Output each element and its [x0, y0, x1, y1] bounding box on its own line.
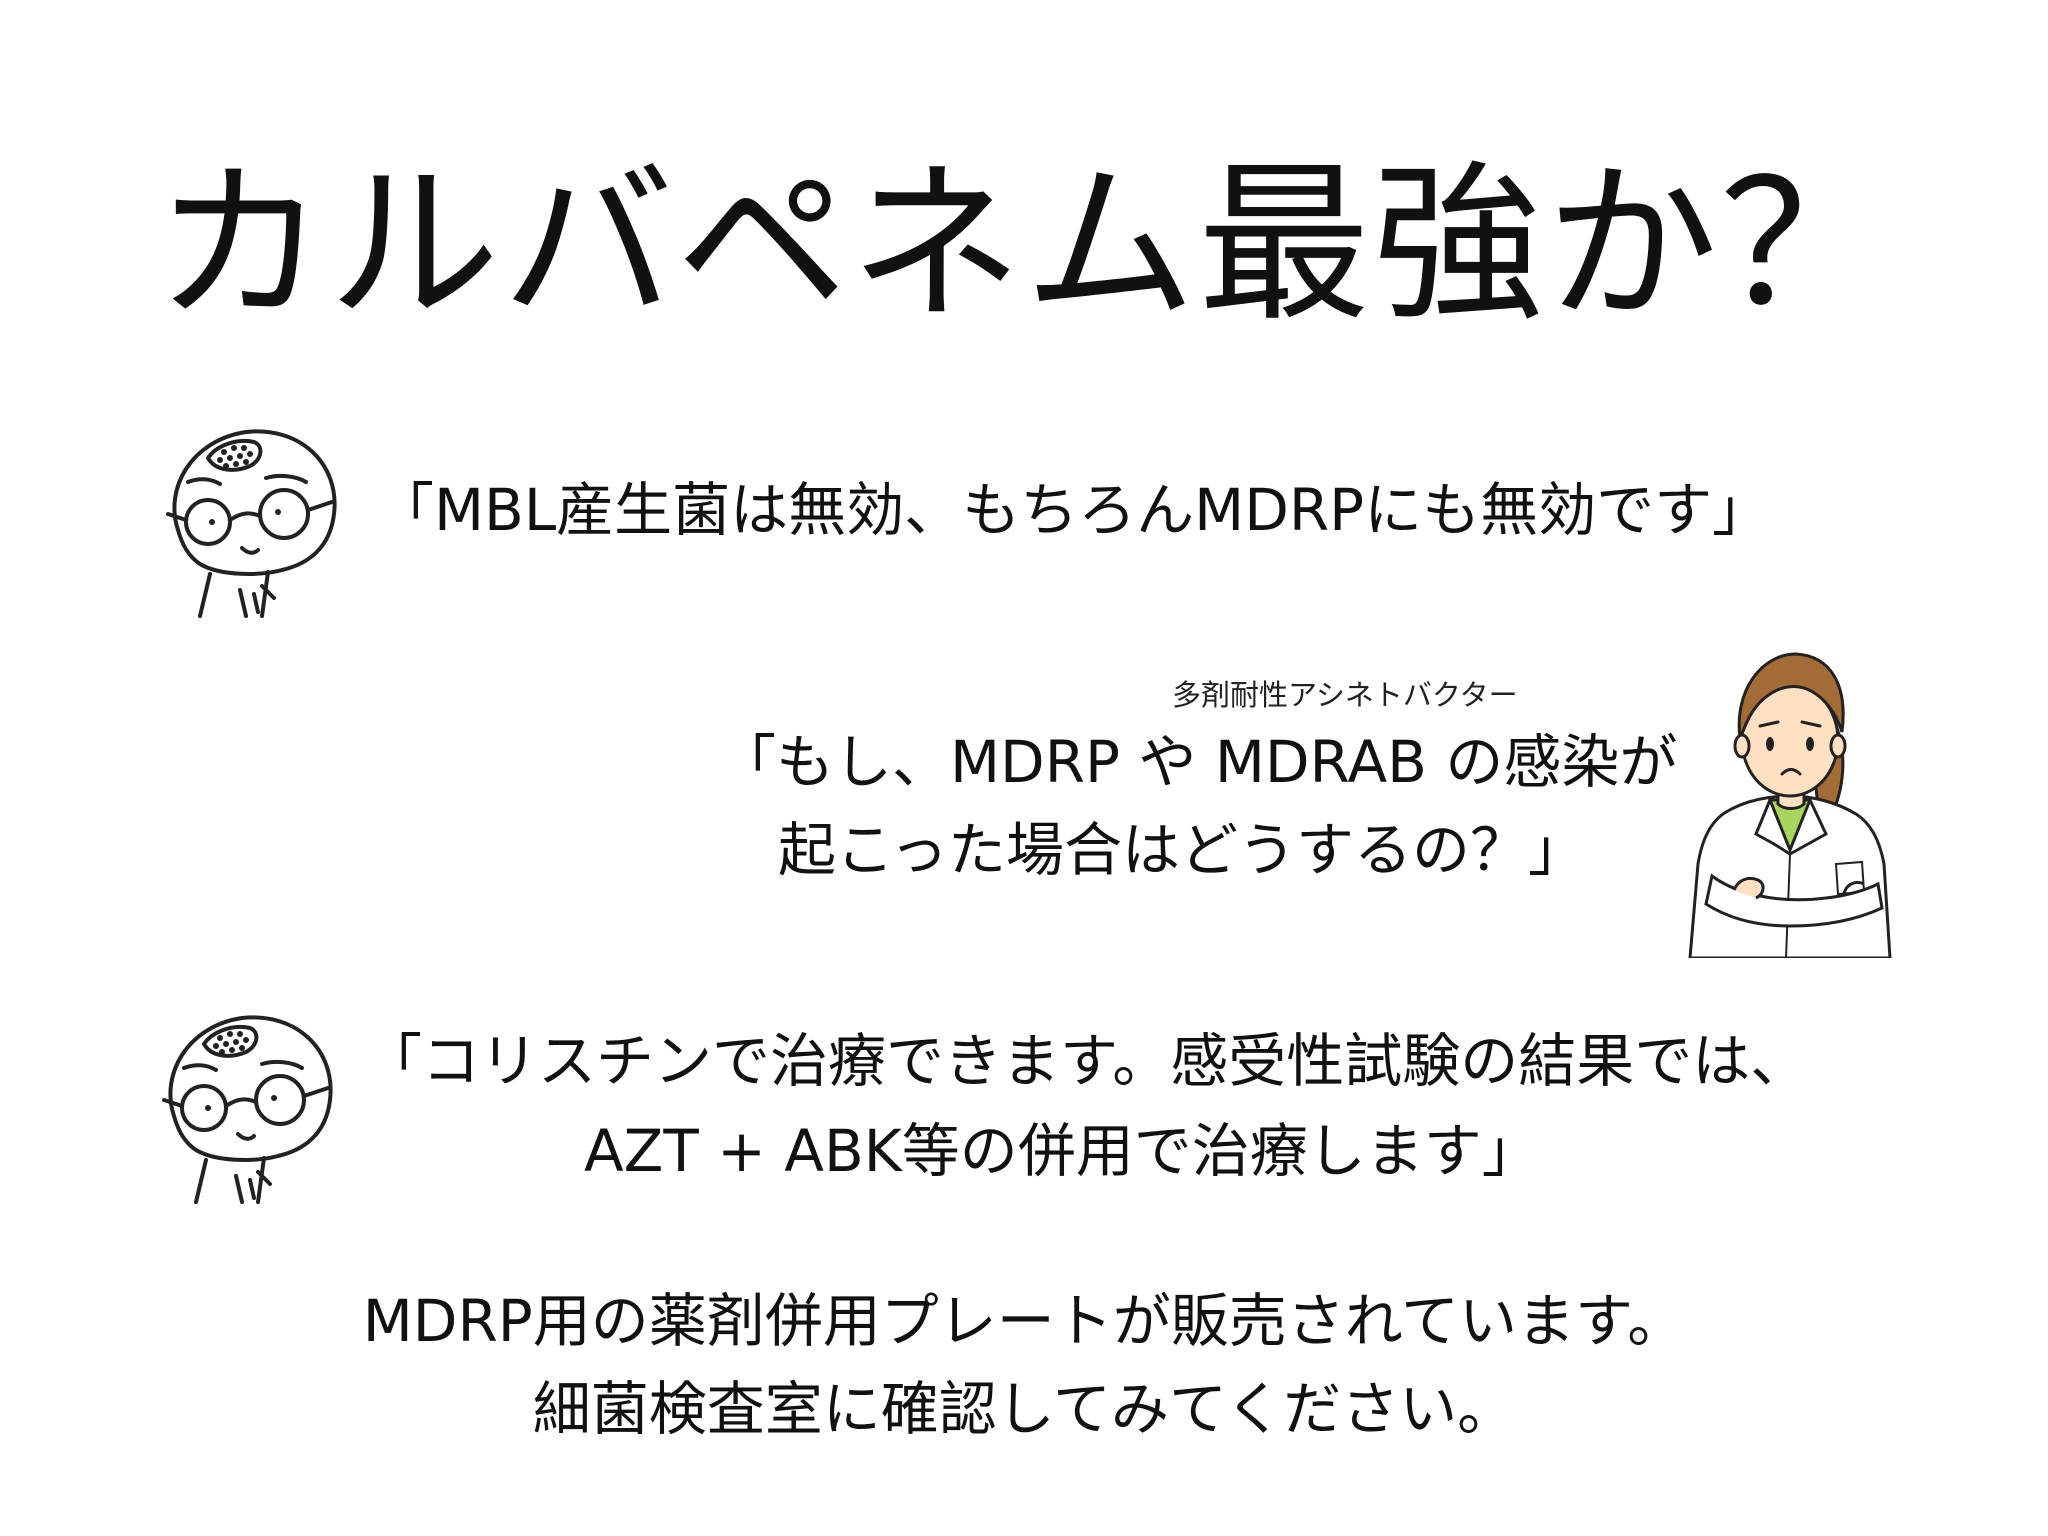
expert-quote-2-line2: AZT + ABK等の併用で治療します」 [584, 1117, 1540, 1185]
pharmacist-quote-line2: 起こった場合はどうするの？」 [778, 816, 1586, 884]
expert-quote-2-line1: 「コリスチンで治療できます。感受性試験の結果では、 [364, 1027, 1809, 1095]
expert-quote-1: 「MBL産生菌は無効、もちろんMDRPにも無効です」 [376, 476, 1771, 544]
worried-woman-in-lab-coat-icon [1686, 628, 1896, 958]
slide-title: カルバペネム最強か？ [154, 144, 1894, 345]
note-line1: MDRP用の薬剤併用プレートが販売されています。 [362, 1287, 1686, 1355]
ruby-annotation: 多剤耐性アシネトバクター [1172, 678, 1518, 712]
pharmacist-quote-line1: 「もし、MDRP や MDRAB の感染が [718, 728, 1678, 796]
bald-man-with-glasses-icon [146, 1004, 346, 1204]
note-line2: 細菌検査室に確認してみてください。 [532, 1375, 1516, 1443]
bald-man-with-glasses-icon [150, 418, 350, 618]
